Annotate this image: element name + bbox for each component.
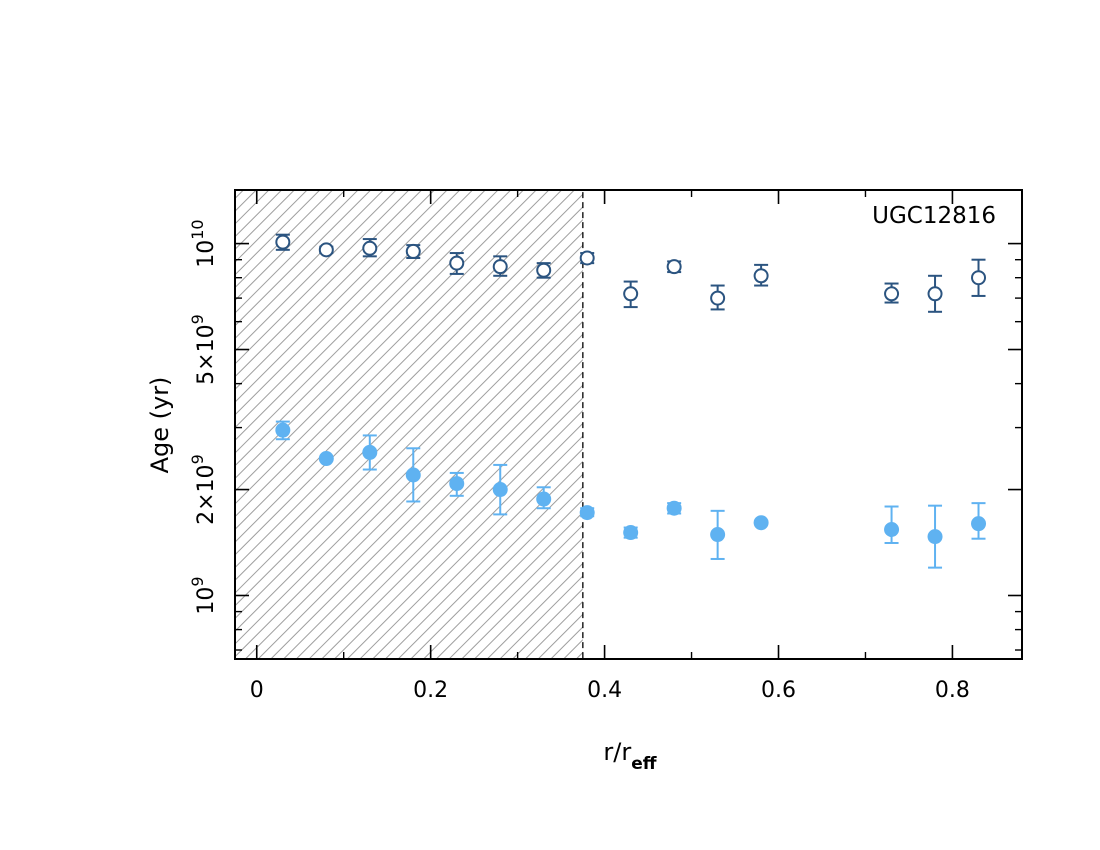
x-tick-label: 0.8 — [935, 678, 970, 703]
hatched-region — [234, 189, 584, 660]
plot-frame — [234, 189, 1023, 660]
y-tick-label-exponent: 9 — [188, 314, 207, 324]
series-2 — [275, 420, 987, 569]
annotation-label: UGC12816 — [872, 203, 996, 229]
data-point — [927, 286, 943, 302]
data-point — [666, 259, 682, 275]
y-tick-label: 1010 — [188, 219, 219, 267]
series-1 — [275, 233, 987, 313]
data-point — [275, 422, 291, 438]
data-point — [362, 240, 378, 256]
y-tick-label-exponent: 9 — [188, 454, 207, 464]
data-point — [405, 243, 421, 259]
data-point — [884, 286, 900, 302]
data-point — [971, 270, 987, 286]
x-axis-title-main: r/r — [603, 738, 631, 766]
y-tick-label-base: 5×10 — [194, 324, 219, 384]
data-point — [666, 500, 682, 516]
y-tick-label: 2×109 — [188, 454, 219, 525]
data-point — [710, 290, 726, 306]
data-point — [579, 505, 595, 521]
data-point — [405, 467, 421, 483]
data-point — [362, 444, 378, 460]
data-point — [623, 286, 639, 302]
data-point — [318, 242, 334, 258]
data-point — [492, 482, 508, 498]
data-point — [971, 516, 987, 532]
x-tick-label: 0 — [250, 678, 264, 703]
data-point — [318, 451, 334, 467]
data-point — [753, 515, 769, 531]
x-axis-ticks — [255, 190, 954, 659]
y-tick-label-exponent: 10 — [188, 219, 207, 239]
data-point — [623, 525, 639, 541]
x-tick-label: 0.4 — [587, 678, 622, 703]
data-point — [753, 268, 769, 284]
y-axis-ticks — [235, 242, 1022, 651]
data-point — [449, 476, 465, 492]
data-point — [449, 255, 465, 271]
data-point — [884, 522, 900, 538]
x-axis-tick-labels: 0 0.2 0.4 0.6 0.8 — [250, 678, 970, 703]
data-point — [710, 527, 726, 543]
data-point — [927, 529, 943, 545]
data-series — [275, 233, 987, 569]
y-tick-label-base: 2×10 — [194, 464, 219, 524]
data-point — [275, 234, 291, 250]
x-axis-title-sub: eff — [631, 754, 657, 774]
x-tick-label: 0.6 — [761, 678, 796, 703]
data-point — [536, 262, 552, 278]
y-tick-label-exponent: 9 — [188, 576, 207, 586]
y-tick-label: 109 — [188, 576, 219, 614]
x-tick-label: 0.2 — [413, 678, 448, 703]
y-tick-label-base: 10 — [194, 587, 219, 615]
shaded-region — [234, 189, 584, 660]
y-tick-label-base: 10 — [194, 240, 219, 268]
y-tick-label: 5×109 — [188, 314, 219, 385]
data-point — [579, 250, 595, 266]
x-axis-title: r/reff — [603, 738, 656, 774]
data-point — [492, 259, 508, 275]
data-point — [536, 491, 552, 507]
y-axis-title: Age (yr) — [146, 377, 174, 474]
